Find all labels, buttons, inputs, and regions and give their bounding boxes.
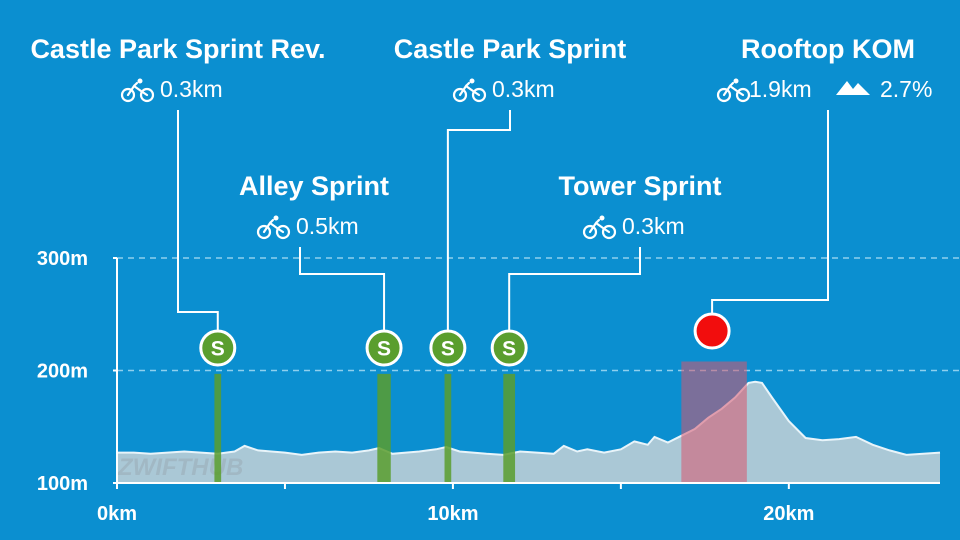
y-tick-label: 300m (37, 248, 88, 270)
bike-icon (452, 87, 468, 103)
bike-icon (126, 81, 149, 97)
segment-distance: 1.9km (749, 76, 812, 102)
segment-name: Castle Park Sprint Rev. (30, 34, 325, 64)
sprint-badge (199, 329, 237, 367)
bike-icon (588, 218, 611, 234)
bike-icon (735, 87, 751, 103)
segment-distance: 0.3km (492, 76, 555, 102)
y-tick-label: 200m (37, 361, 88, 383)
segment-name: Alley Sprint (239, 171, 389, 201)
bike-icon (722, 81, 745, 97)
segment-name: Rooftop KOM (741, 34, 915, 64)
bike-icon (139, 87, 155, 103)
segment-leaders (177, 110, 829, 330)
sprint-badge-letter: S (502, 338, 516, 361)
segment-bands (214, 361, 747, 483)
sprint-badge-letter: S (211, 338, 225, 361)
leader-line (446, 110, 511, 330)
leader-line (177, 110, 219, 330)
leader-line (299, 247, 386, 330)
axes: 100m 200m 300m 0km 10km 20km (37, 248, 940, 525)
bike-icon (256, 215, 291, 240)
sprint-badge-letter: S (377, 338, 391, 361)
bike-icon (716, 87, 732, 103)
sprint-badge (490, 329, 528, 367)
bike-icon (256, 224, 272, 240)
bike-icon (137, 78, 143, 84)
segment-distance: 0.3km (160, 76, 223, 102)
bike-icon (458, 81, 481, 97)
x-tick-label: 0km (97, 503, 137, 525)
sprint-badge (429, 329, 467, 367)
segment-name: Tower Sprint (558, 171, 721, 201)
segment-grade: 2.7% (880, 76, 932, 102)
sprint-band (377, 373, 391, 483)
leader-line (508, 247, 641, 330)
elevation-line (117, 380, 941, 456)
sprint-band (503, 373, 516, 483)
x-tick-label: 10km (427, 503, 478, 525)
watermark: ZWIFTHUB (117, 454, 243, 481)
bike-icon (262, 218, 285, 234)
sprint-band (444, 373, 452, 483)
bike-icon (275, 224, 291, 240)
sprint-band (214, 373, 222, 483)
bike-icon (716, 78, 751, 103)
bike-icon (471, 87, 487, 103)
sprint-badge (365, 329, 403, 367)
bike-icon (120, 87, 136, 103)
bike-icon (469, 78, 475, 84)
leader-line (711, 110, 829, 314)
bike-icon (582, 215, 617, 240)
bike-icon (273, 215, 279, 221)
bike-icon (733, 78, 739, 84)
gridlines (117, 257, 960, 372)
x-tick-label: 20km (763, 503, 814, 525)
sprint-badge-letter: S (441, 338, 455, 361)
bike-icon (582, 224, 598, 240)
segment-distance: 0.5km (296, 213, 359, 239)
y-tick-label: 100m (37, 473, 88, 495)
segment-name: Castle Park Sprint (394, 34, 627, 64)
bike-icon (599, 215, 605, 221)
kom-badge (693, 312, 731, 350)
mountain-icon (836, 81, 870, 95)
bike-icon (120, 78, 155, 103)
bike-icon (601, 224, 617, 240)
segment-distance: 0.3km (622, 213, 685, 239)
kom-band (681, 361, 747, 483)
bike-icon (452, 78, 487, 103)
